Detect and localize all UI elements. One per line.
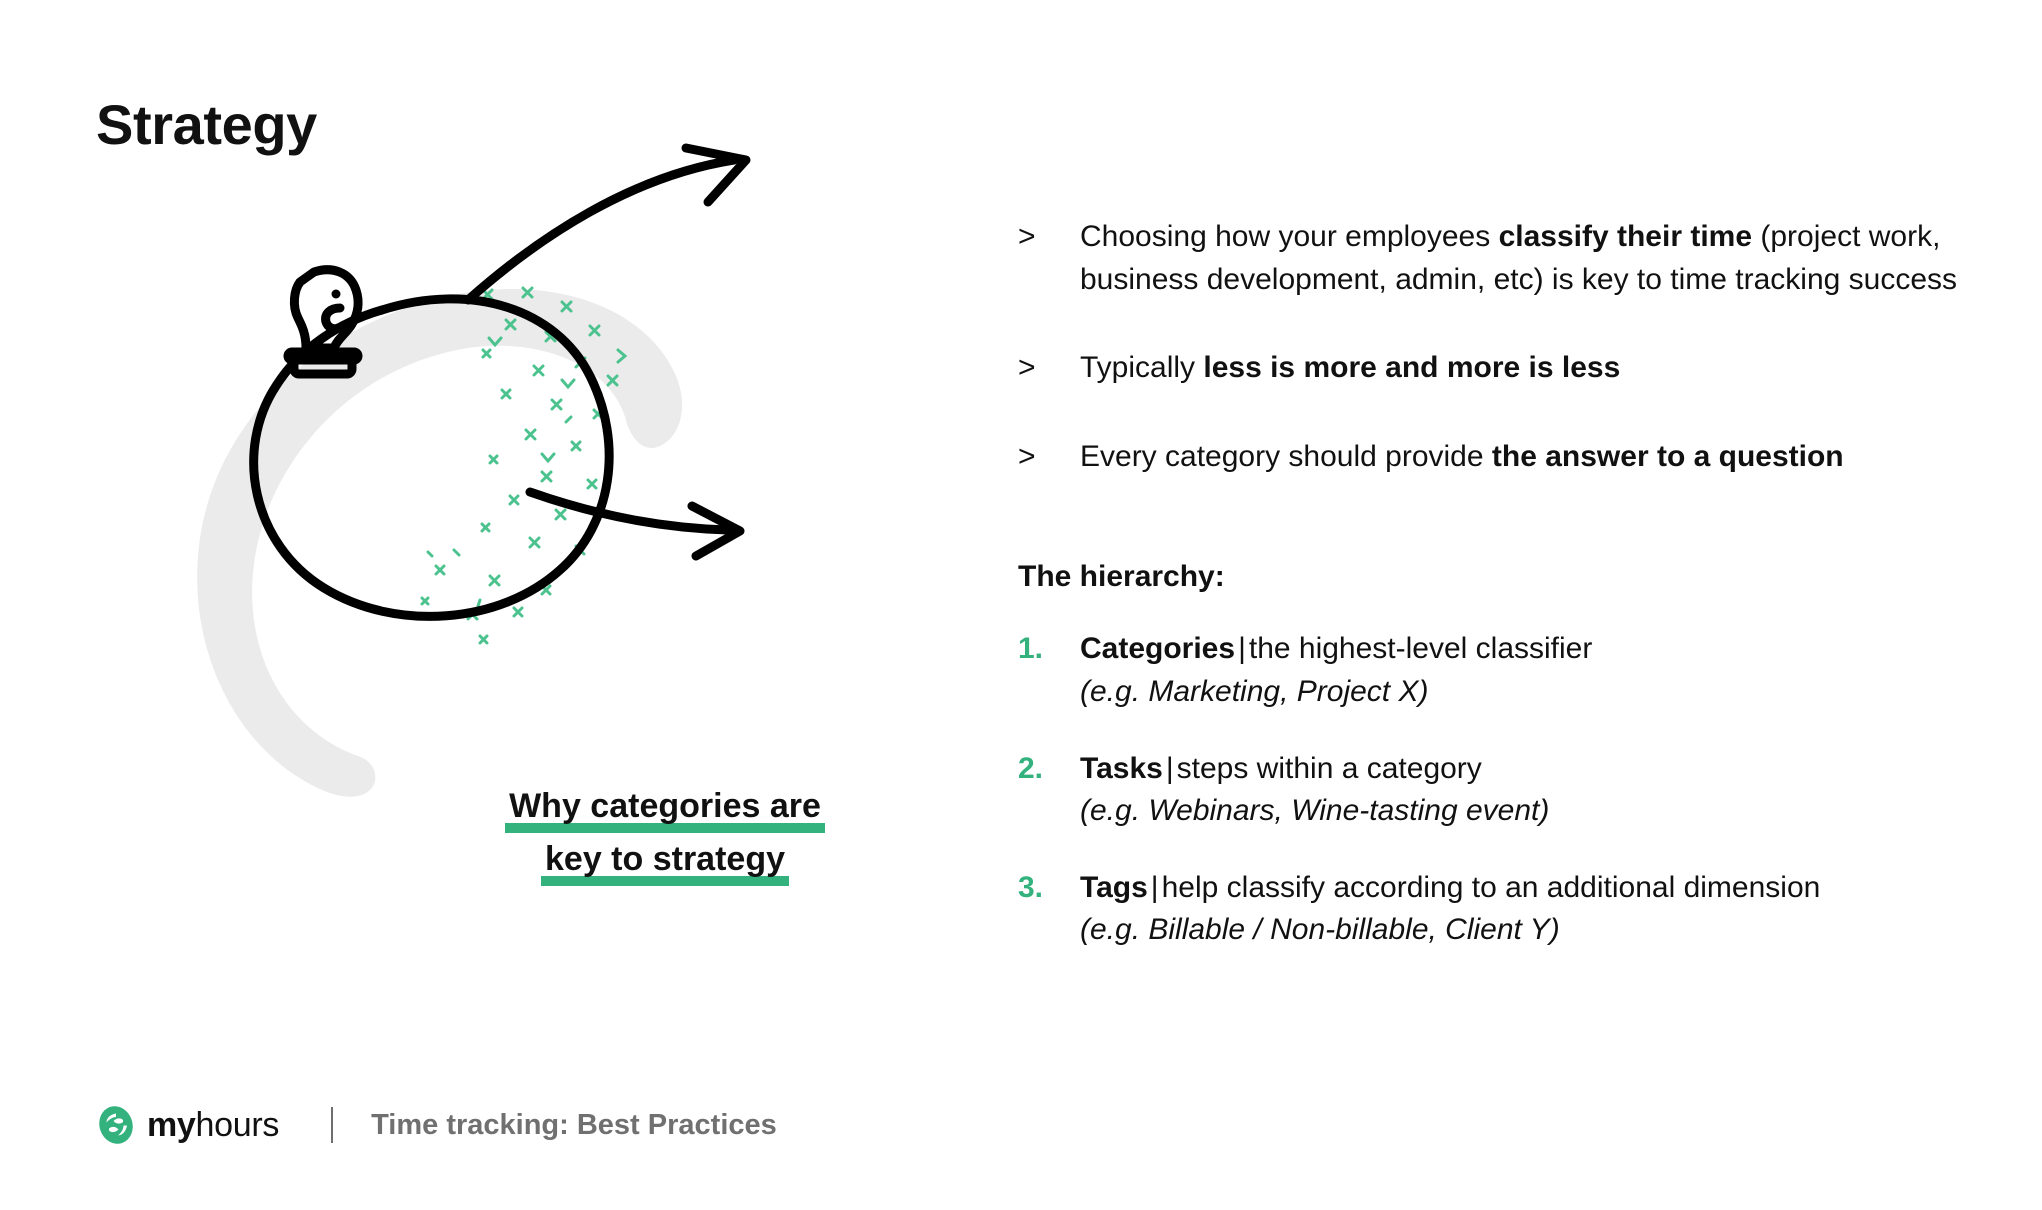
brand-name-bold: my — [147, 1106, 196, 1144]
hierarchy-item-description: the highest-level classifier — [1248, 632, 1593, 666]
footer-caption: Time tracking: Best Practices — [371, 1108, 777, 1141]
hierarchy-item-number: 1. — [1018, 632, 1044, 666]
bullet-segment: Every category should provide — [1080, 439, 1492, 473]
hierarchy-item: 3. Tags|help classify according to an ad… — [1018, 867, 1978, 952]
bullet-item: > Every category should provide the answ… — [1018, 436, 1978, 479]
bullet-segment: Typically — [1080, 351, 1204, 385]
bullet-item: > Choosing how your employees classify t… — [1018, 216, 1978, 301]
hierarchy-item-body: Tasks|steps within a category (e.g. Webi… — [1080, 748, 1978, 833]
hierarchy-heading: The hierarchy: — [1018, 560, 1225, 594]
content-column: > Choosing how your employees classify t… — [1018, 216, 1978, 986]
hierarchy-item-number: 2. — [1018, 751, 1044, 785]
chess-knight-icon — [283, 265, 363, 379]
bullet-item: > Typically less is more and more is les… — [1018, 347, 1978, 390]
bullet-marker: > — [1018, 220, 1036, 253]
footer: myhours Time tracking: Best Practices — [96, 1102, 777, 1148]
sparkle-pattern-decoration — [420, 286, 628, 645]
bullet-text: Choosing how your employees classify the… — [1080, 216, 1978, 301]
hierarchy-item-separator: | — [1238, 632, 1246, 666]
hierarchy-item: 2. Tasks|steps within a category (e.g. W… — [1018, 748, 1978, 833]
myhours-logo-icon — [99, 1106, 133, 1144]
hierarchy-item-body: Tags|help classify according to an addit… — [1080, 867, 1978, 952]
bullet-segment-bold: the answer to a question — [1491, 439, 1844, 473]
hierarchy-item-example: (e.g. Marketing, Project X) — [1080, 674, 1429, 708]
circle-label-line2: key to strategy — [541, 839, 789, 886]
bullet-segment: Choosing how your employees — [1080, 220, 1499, 253]
bullet-segment: (project work, business development, adm… — [1080, 220, 1958, 296]
hierarchy-item-lead: Tasks — [1080, 751, 1163, 785]
hierarchy-item-description: help classify according to an additional… — [1161, 870, 1821, 904]
hierarchy-item: 1. Categories|the highest-level classifi… — [1018, 628, 1978, 713]
circle-label: Why categories are key to strategy — [490, 780, 840, 886]
bullet-text: Every category should provide the answer… — [1080, 436, 1978, 479]
hierarchy-item-example: (e.g. Webinars, Wine-tasting event) — [1080, 794, 1550, 828]
hierarchy-item-body: Categories|the highest-level classifier … — [1080, 628, 1978, 713]
brand-name-light: hours — [195, 1106, 280, 1144]
footer-divider — [331, 1107, 334, 1143]
bullet-marker: > — [1018, 351, 1036, 385]
circle-shadow-decoration — [197, 289, 683, 797]
footer-wordmark: myhours — [147, 1108, 279, 1142]
hierarchy-item-separator: | — [1165, 751, 1174, 785]
hierarchy-item-number: 3. — [1018, 870, 1044, 904]
bullet-marker: > — [1018, 439, 1036, 473]
hand-drawn-ellipse-and-arrows — [249, 143, 751, 621]
circle-label-line1: Why categories are — [505, 787, 825, 833]
page-title: Strategy — [96, 93, 317, 156]
strategy-diagram: Why categories are key to strategy — [190, 143, 930, 886]
hierarchy-item-lead: Categories — [1080, 632, 1236, 666]
hierarchy-item-separator: | — [1150, 870, 1159, 904]
bullet-text: Typically less is more and more is less — [1080, 347, 1978, 390]
hierarchy-item-example: (e.g. Billable / Non-billable, Client Y) — [1080, 913, 1560, 947]
hierarchy-item-description: steps within a category — [1176, 751, 1482, 785]
hierarchy-item-lead: Tags — [1080, 870, 1148, 904]
bullet-segment-bold: less is more and more is less — [1203, 351, 1621, 385]
bullet-segment-bold: classify their time — [1498, 220, 1753, 253]
